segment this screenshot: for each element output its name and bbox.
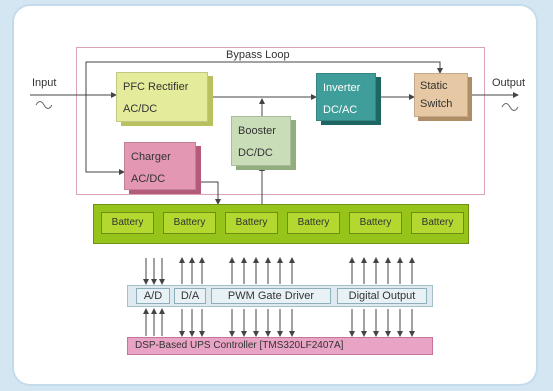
booster-type: DC/DC <box>238 147 273 159</box>
inverter-block: Inverter DC/AC <box>316 73 376 121</box>
digital-output-block: Digital Output <box>337 288 427 304</box>
static-switch-line1: Static <box>420 80 448 92</box>
battery-cell: Battery <box>349 212 402 234</box>
battery-bank: Battery Battery Battery Battery Battery … <box>93 204 469 244</box>
battery-cell: Battery <box>225 212 278 234</box>
battery-cell: Battery <box>101 212 154 234</box>
output-ac-symbol <box>501 103 519 111</box>
pfc-rectifier-block: PFC Rectifier AC/DC <box>116 72 208 122</box>
pfc-rectifier-title: PFC Rectifier <box>123 81 189 93</box>
static-switch-line2: Switch <box>420 98 453 110</box>
charger-type: AC/DC <box>131 173 166 185</box>
booster-title: Booster <box>238 125 276 137</box>
bypass-frame <box>76 47 485 195</box>
charger-block: Charger AC/DC <box>124 142 196 190</box>
input-ac-symbol <box>35 101 53 109</box>
booster-block: Booster DC/DC <box>231 116 291 166</box>
inverter-type: DC/AC <box>323 104 358 116</box>
input-label: Input <box>32 77 57 89</box>
ad-converter-block: A/D <box>136 288 170 304</box>
bypass-loop-label: Bypass Loop <box>226 49 290 61</box>
battery-cell: Battery <box>287 212 340 234</box>
pwm-gate-driver-block: PWM Gate Driver <box>211 288 331 304</box>
da-converter-block: D/A <box>174 288 206 304</box>
battery-cell: Battery <box>163 212 216 234</box>
pfc-rectifier-type: AC/DC <box>123 103 158 115</box>
diagram-panel <box>14 6 536 384</box>
static-switch-block: Static Switch <box>414 73 468 117</box>
output-label: Output <box>492 77 526 89</box>
battery-cell: Battery <box>411 212 464 234</box>
inverter-title: Inverter <box>323 82 361 94</box>
dsp-controller-block: DSP-Based UPS Controller [TMS320LF2407A] <box>127 337 433 355</box>
controller-interface-row: A/D D/A PWM Gate Driver Digital Output <box>127 285 433 307</box>
charger-title: Charger <box>131 151 171 163</box>
